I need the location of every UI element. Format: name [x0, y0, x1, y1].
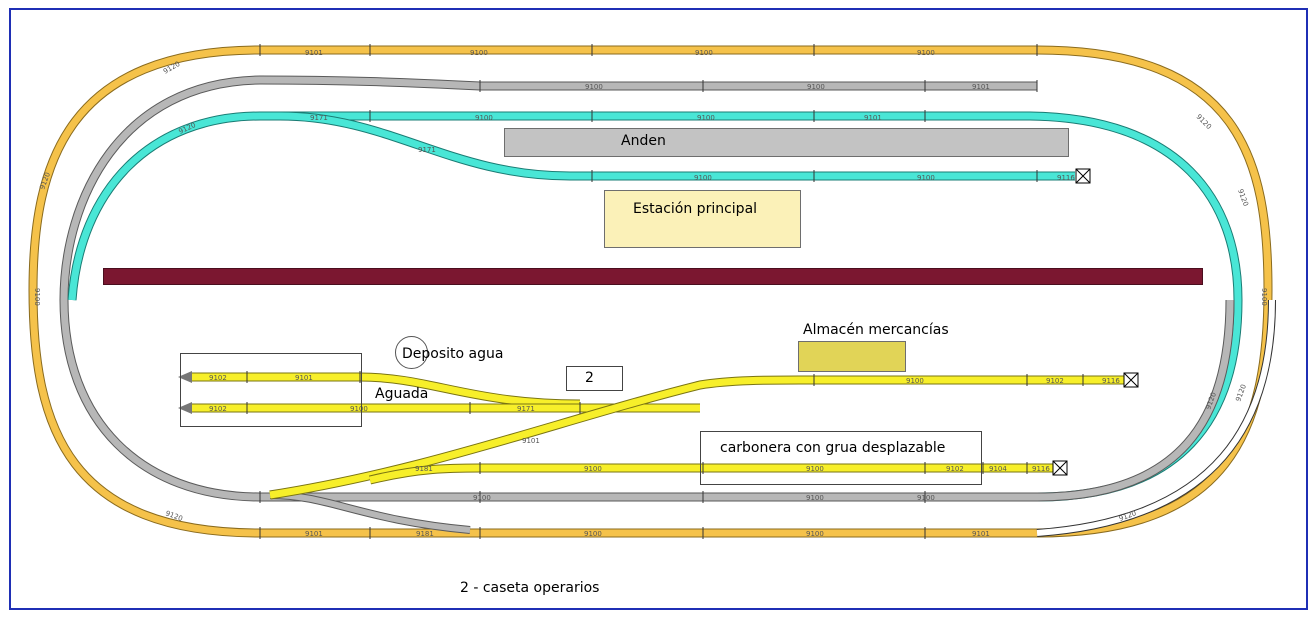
track-code: 9101	[305, 49, 323, 57]
track-code: 9100	[917, 49, 935, 57]
track-code: 9100	[694, 174, 712, 182]
siding-end-arrows	[178, 371, 192, 414]
track-code: 9100	[585, 83, 603, 91]
center-divider	[103, 268, 1203, 285]
track-code: 9100	[584, 465, 602, 473]
track-code: 9116	[1032, 465, 1050, 473]
track-code: 9100	[917, 494, 935, 502]
legend-text: 2 - caseta operarios	[460, 580, 600, 596]
aguada-area	[180, 353, 362, 427]
track-code: 9102	[209, 405, 227, 413]
track-code: 9171	[310, 114, 328, 122]
carbonera-area	[700, 431, 982, 485]
track-code: 9101	[522, 437, 540, 445]
track-code: 9116	[1057, 174, 1075, 182]
track-code: 9100	[806, 494, 824, 502]
track-code: 9116	[1102, 377, 1120, 385]
track-code: 9100	[906, 377, 924, 385]
track-code: 9101	[305, 530, 323, 538]
track-code: 9100	[806, 530, 824, 538]
track-code: 9102	[946, 465, 964, 473]
track-code: 9100	[470, 49, 488, 57]
track-code: 9181	[415, 465, 433, 473]
track-code: 9100	[697, 114, 715, 122]
track-code: 9102	[1046, 377, 1064, 385]
track-code: 9100	[475, 114, 493, 122]
buffer-stops	[1052, 168, 1139, 476]
almacen-building	[798, 341, 906, 372]
section-ticks	[246, 44, 1084, 539]
track-code: 9120	[1236, 188, 1250, 207]
arrow-left-icon	[178, 402, 192, 414]
cyan-station-siding-fill	[279, 112, 1075, 180]
right-grey-curve-fill	[1036, 299, 1234, 501]
track-code: 9101	[972, 83, 990, 91]
track-code: 9171	[517, 405, 535, 413]
caseta-number: 2	[585, 370, 594, 386]
track-code-labels: 9101 9100 9100 9100 9100 9100 9101 9171 …	[33, 49, 1268, 538]
track-code: 9100	[584, 530, 602, 538]
almacen-label: Almacén mercancías	[803, 322, 949, 338]
track-code: 9120	[1195, 113, 1213, 131]
arrow-left-icon	[178, 371, 192, 383]
carbonera-label: carbonera con grua desplazable	[720, 440, 946, 456]
estacion-label: Estación principal	[633, 201, 758, 217]
track-code: 9101	[295, 374, 313, 382]
caseta-box	[566, 366, 623, 391]
aguada-label: Aguada	[375, 386, 429, 402]
anden-label: Anden	[621, 133, 666, 149]
track-code: 9101	[864, 114, 882, 122]
grey-loop-track-fill	[60, 76, 1037, 501]
frame-border	[9, 8, 1308, 610]
track-code: 9100	[33, 288, 41, 306]
track-code: 9100	[473, 494, 491, 502]
right-white-curve-fill	[1036, 299, 1275, 536]
track-code: 9120	[1234, 383, 1248, 402]
water-tank-icon	[395, 336, 428, 369]
estacion-building	[604, 190, 801, 248]
track-code: 9120	[177, 121, 197, 136]
track-code: 9104	[989, 465, 1007, 473]
track-code: 9100	[1260, 288, 1268, 306]
track-code: 9100	[917, 174, 935, 182]
track-code: 9100	[807, 83, 825, 91]
track-code: 9100	[695, 49, 713, 57]
track-code: 9171	[418, 146, 436, 154]
track-code: 9181	[416, 530, 434, 538]
anden-platform	[504, 128, 1069, 157]
track-code: 9101	[972, 530, 990, 538]
track-code: 9102	[209, 374, 227, 382]
track-code: 9100	[806, 465, 824, 473]
track-code: 9100	[350, 405, 368, 413]
yellow-sidings	[190, 372, 1135, 500]
deposito-label: Deposito agua	[402, 346, 504, 362]
